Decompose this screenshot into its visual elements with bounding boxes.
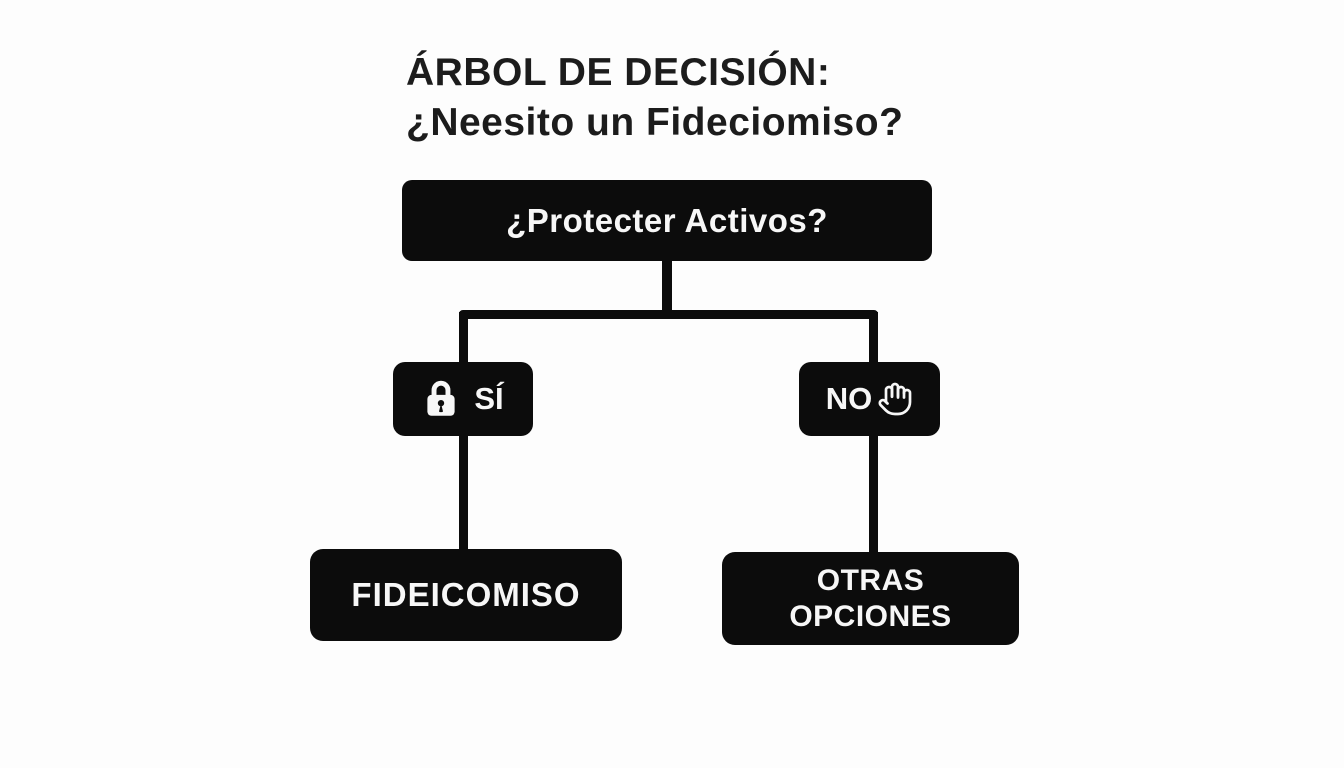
title-line-1: ÁRBOL DE DECISIÓN: [406,51,831,94]
no-branch-label: NO [825,381,873,416]
root-question-label: ¿Protecter Activos? [506,201,828,239]
diagram-title: ÁRBOL DE DECISIÓN: ¿Neesito un Fideciomi… [406,48,903,148]
title-line-2: ¿Neesito un Fideciomiso? [406,101,904,144]
root-question-node: ¿Protecter Activos? [402,180,932,261]
yes-branch-label: SÍ [474,381,504,416]
no-branch-node: NO [799,362,940,436]
connector-horizontal-bar [459,310,878,319]
no-outcome-node: OTRAS OPCIONES [722,552,1019,645]
no-outcome-label-line-1: OTRAS [816,563,925,597]
connector-root-stem [662,258,672,316]
yes-outcome-label: FIDEICOMISO [351,576,581,613]
yes-branch-node: SÍ [393,362,533,436]
hand-stop-icon [877,381,913,417]
yes-outcome-node: FIDEICOMISO [310,549,622,641]
no-outcome-label-line-2: OPCIONES [789,599,952,633]
lock-icon [422,378,460,420]
